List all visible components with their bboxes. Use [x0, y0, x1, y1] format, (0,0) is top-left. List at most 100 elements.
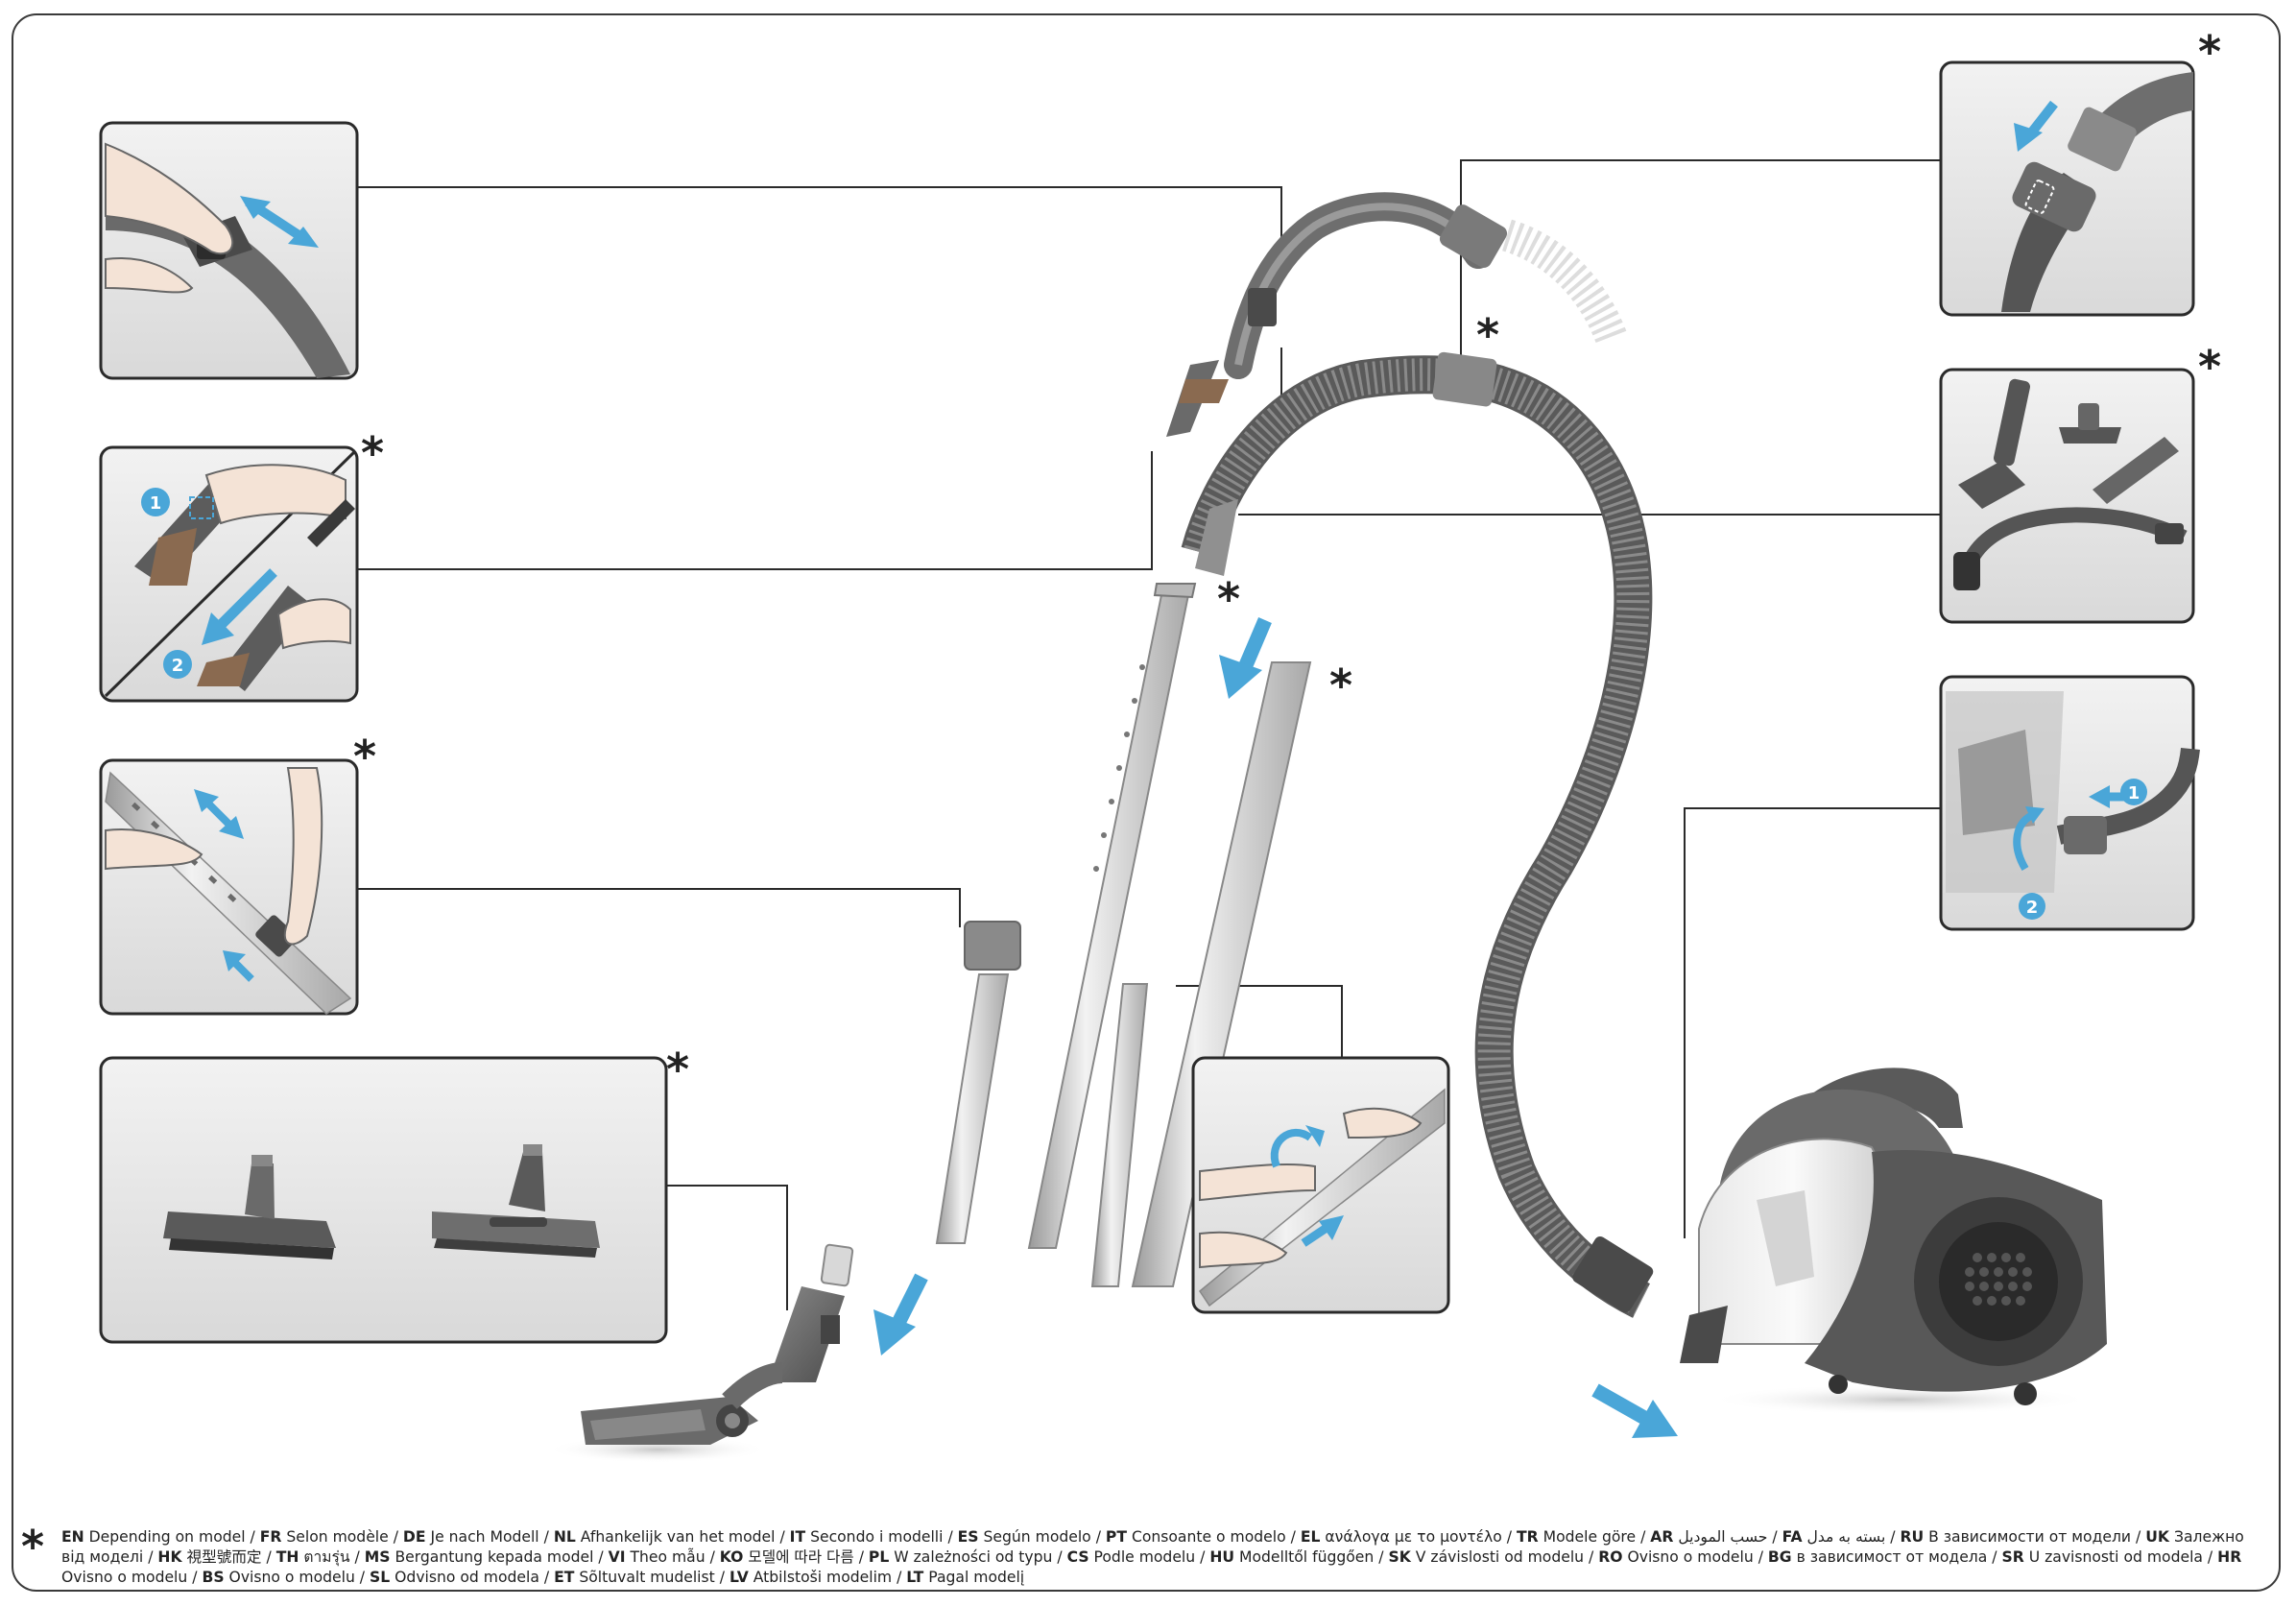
footnote-lang-text: W zależności od typu — [894, 1548, 1053, 1566]
insert-arrow-icon — [2014, 100, 2058, 152]
leader-floor-head — [666, 1185, 788, 1310]
parquet-head-icon — [163, 1155, 336, 1259]
footnote-lang-code: NL — [553, 1528, 576, 1546]
footnote-lang-text: Ovisno o modelu — [61, 1569, 188, 1586]
footnote-lang-code: FR — [259, 1528, 282, 1546]
footnote-lang-text: Pagal modelį — [928, 1569, 1025, 1586]
step-one-badge: 1 — [141, 488, 170, 516]
footnote-lang-text: Modelltől függően — [1239, 1548, 1375, 1566]
footnote-lang-text: Залежно від моделі — [61, 1528, 2244, 1566]
panel-accessories — [1939, 368, 2195, 624]
footnote-lang-code: RO — [1598, 1548, 1623, 1566]
footnote-lang-code: PL — [868, 1548, 890, 1566]
footnote-lang-text: в зависимост от модела — [1796, 1548, 1988, 1566]
panel-telescopic-tube — [99, 758, 359, 1016]
footnote-lang-text: Según modelo — [983, 1528, 1091, 1546]
curved-handle — [1166, 192, 1628, 437]
speaker-grille — [1965, 1253, 2032, 1306]
footnote-lang-text: Odvisno od modela — [395, 1569, 539, 1586]
floor-head — [547, 1286, 845, 1463]
footnote-lang-code: IT — [789, 1528, 806, 1546]
extension-hose-icon — [1953, 507, 2188, 590]
panel-floor-heads — [99, 1056, 668, 1344]
direction-arrows — [873, 617, 1678, 1438]
footnote-lang-code: ES — [957, 1528, 979, 1546]
leader-brush-nozzle — [357, 451, 1153, 570]
footnote-lang-code: HK — [157, 1548, 182, 1566]
fit-step-two-badge: 2 — [2019, 893, 2045, 920]
leader-handle — [357, 186, 1282, 238]
footnote-lang-text: بسته به مدل — [1806, 1528, 1886, 1546]
footnote-lang-text: Afhankelijk van het model — [580, 1528, 776, 1546]
footnote-lang-text: Secondo i modelli — [810, 1528, 944, 1546]
footnote-lang-text: Depending on model — [88, 1528, 246, 1546]
footnote-lang-code: LV — [729, 1569, 749, 1586]
footnote-lang-code: HU — [1209, 1548, 1235, 1566]
footnote-lang-code: AR — [1650, 1528, 1674, 1546]
footnote-lang-text: Podle modelu — [1093, 1548, 1196, 1566]
svg-text:1: 1 — [150, 493, 162, 514]
footnote-lang-text: 모델에 따라 다름 — [748, 1548, 854, 1566]
vacuum-body — [1680, 1067, 2107, 1415]
asterisk-tube: * — [353, 731, 376, 782]
footnote-lang-code: FA — [1782, 1528, 1803, 1546]
panel-hose-connector — [1939, 60, 2195, 317]
upholstery-tool-icon — [2059, 403, 2121, 444]
adjust-arrow-icon — [194, 789, 254, 982]
twist-arrow-icon — [1270, 1125, 1325, 1168]
arrow-body-right-icon — [1591, 1383, 1678, 1438]
footnote-lang-text: Theo mẫu — [630, 1548, 706, 1566]
arrow-tube-down-icon — [1219, 617, 1272, 699]
svg-text:2: 2 — [172, 656, 184, 676]
footnote-lang-code: SR — [2001, 1548, 2024, 1566]
footnote-lang-code: LT — [906, 1569, 924, 1586]
footnote-lang-text: Ovisno o modelu — [228, 1569, 355, 1586]
footnote-lang-text: Selon modèle — [286, 1528, 389, 1546]
footnote-lang-text: Atbilstoši modelim — [753, 1569, 893, 1586]
footnote-lang-code: ET — [554, 1569, 575, 1586]
footnote-lang-text: В зависимости от модели — [1928, 1528, 2132, 1546]
double-arrow-icon — [240, 196, 319, 248]
footnote-lang-code: RU — [1900, 1528, 1925, 1546]
footnote-lang-text: Ovisno o modelu — [1627, 1548, 1754, 1566]
tube-hole-row — [1093, 664, 1145, 872]
arrow-head-down-icon — [873, 1273, 928, 1355]
footnote-lang-text: Bergantung kepada model — [395, 1548, 594, 1566]
asterisk-hose: * — [1476, 309, 1499, 361]
diagram-frame — [12, 13, 2281, 1592]
footnote-lang-text: Consoante o modelo — [1131, 1528, 1286, 1546]
footnote-lang-code: BS — [202, 1569, 225, 1586]
asterisk-floor-heads: * — [666, 1043, 689, 1095]
footnote-lang-code: MS — [364, 1548, 391, 1566]
footnote-lang-text: حسب الموديل — [1678, 1528, 1768, 1546]
footnote-lang-code: TH — [275, 1548, 299, 1566]
rotate-arrow-icon — [2013, 806, 2045, 872]
join-arrow-icon — [1301, 1215, 1344, 1247]
leader-lines — [357, 159, 1941, 1310]
crevice-tool-icon — [2093, 437, 2179, 504]
svg-text:2: 2 — [2026, 898, 2039, 918]
asterisk-markers: * * * * * * * * — [353, 26, 2221, 1095]
panel-handle-airflow — [99, 121, 359, 380]
footnote-languages: EN Depending on model / FR Selon modèle … — [61, 1528, 2244, 1586]
panel-hose-fitting: 1 2 — [1939, 675, 2200, 931]
footnote-lang-code: BG — [1767, 1548, 1792, 1566]
footnote-lang-text: ตามรุ่น — [303, 1548, 350, 1566]
leader-hose-fitting — [1684, 807, 1941, 1238]
turbo-brush-icon — [1958, 378, 2030, 509]
footnote-lang-code: HR — [2217, 1548, 2242, 1566]
footnote-asterisk: * — [21, 1521, 45, 1572]
slide-arrow-icon — [202, 568, 277, 645]
footnote-lang-text: V závislosti od modelu — [1415, 1548, 1585, 1566]
panel-brush-nozzle: 1 2 — [99, 445, 359, 703]
footnote-lang-code: DE — [402, 1528, 426, 1546]
footnote-lang-code: EN — [61, 1528, 84, 1546]
leader-telescopic-tube — [357, 888, 961, 927]
footnote-lang-code: UK — [2145, 1528, 2169, 1546]
footnote-lang-code: TR — [1517, 1528, 1539, 1546]
footnote-lang-text: ανάλογα με το μοντέλο — [1325, 1528, 1502, 1546]
footnote-lang-code: KO — [719, 1548, 744, 1566]
footnote-lang-text: Je nach Modell — [430, 1528, 539, 1546]
asterisk-accessories: * — [2198, 341, 2221, 393]
